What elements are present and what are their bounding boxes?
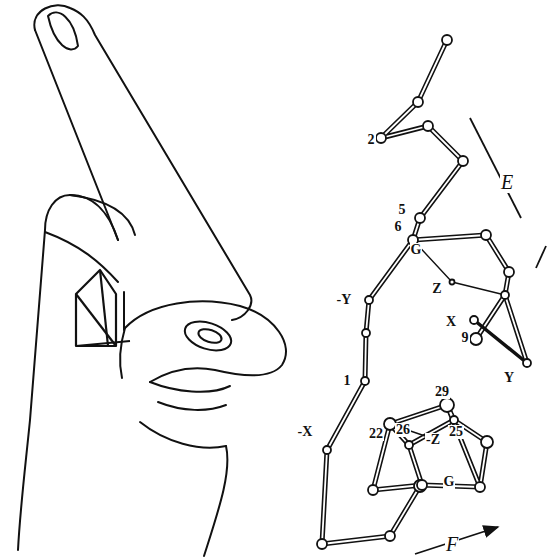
hand-drawing: [18, 5, 286, 556]
axis-label: -Z: [425, 433, 441, 448]
callout-number: 26: [395, 423, 411, 438]
direction-line: [415, 118, 546, 554]
callout-number: 5: [398, 203, 407, 218]
callout-number: 9: [461, 331, 470, 346]
callout-number: 1: [343, 374, 352, 389]
axis-label: G: [410, 243, 423, 258]
axis-label: X: [445, 315, 457, 330]
axis-label: F: [445, 534, 459, 555]
axis-label: -X: [297, 425, 314, 440]
octahedron-figure: [76, 270, 130, 346]
axis-label: G: [443, 475, 456, 490]
callout-number: 2: [367, 133, 376, 148]
callout-number: 22: [368, 427, 384, 442]
axis-label: Y: [503, 371, 515, 386]
callout-number: 29: [434, 385, 450, 400]
callout-number: 25: [448, 425, 464, 440]
axis-label: E: [500, 172, 514, 193]
axis-label: -Y: [336, 293, 353, 308]
axis-label: Z: [431, 282, 442, 297]
callout-number: 6: [394, 220, 403, 235]
stick-model: [317, 35, 531, 549]
